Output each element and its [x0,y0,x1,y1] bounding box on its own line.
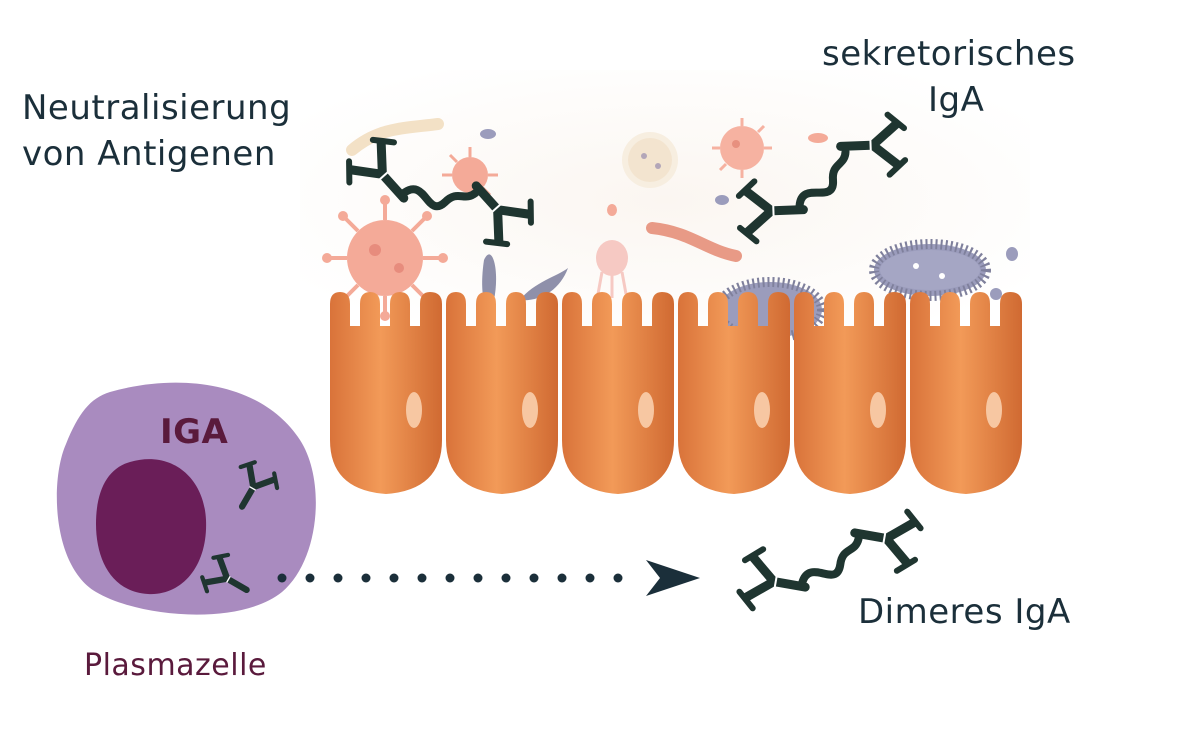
nucleus [96,459,207,595]
secretory-label-2: IgA [928,80,985,120]
plasma-cell-title: IGA [160,412,229,452]
plasma-cell-label: Plasmazelle [84,648,267,683]
bacterium-icon [869,239,991,301]
secretory-label-1: sekretorisches [822,34,1076,74]
epithelium [330,292,1022,494]
neutralization-label-1: Neutralisierung [22,88,292,128]
worm-icon [346,118,444,156]
worm-icon [646,222,742,262]
dimeric-iga-label: Dimeres IgA [858,592,1071,632]
neutralization-label-2: von Antigenen [22,134,276,174]
arrow-icon [277,560,700,596]
virus-icon [622,132,678,188]
epithelial-cell-icon [330,292,442,494]
plasma-cell-icon [56,382,316,615]
virus-icon [712,118,772,178]
virus-icon [596,240,628,298]
